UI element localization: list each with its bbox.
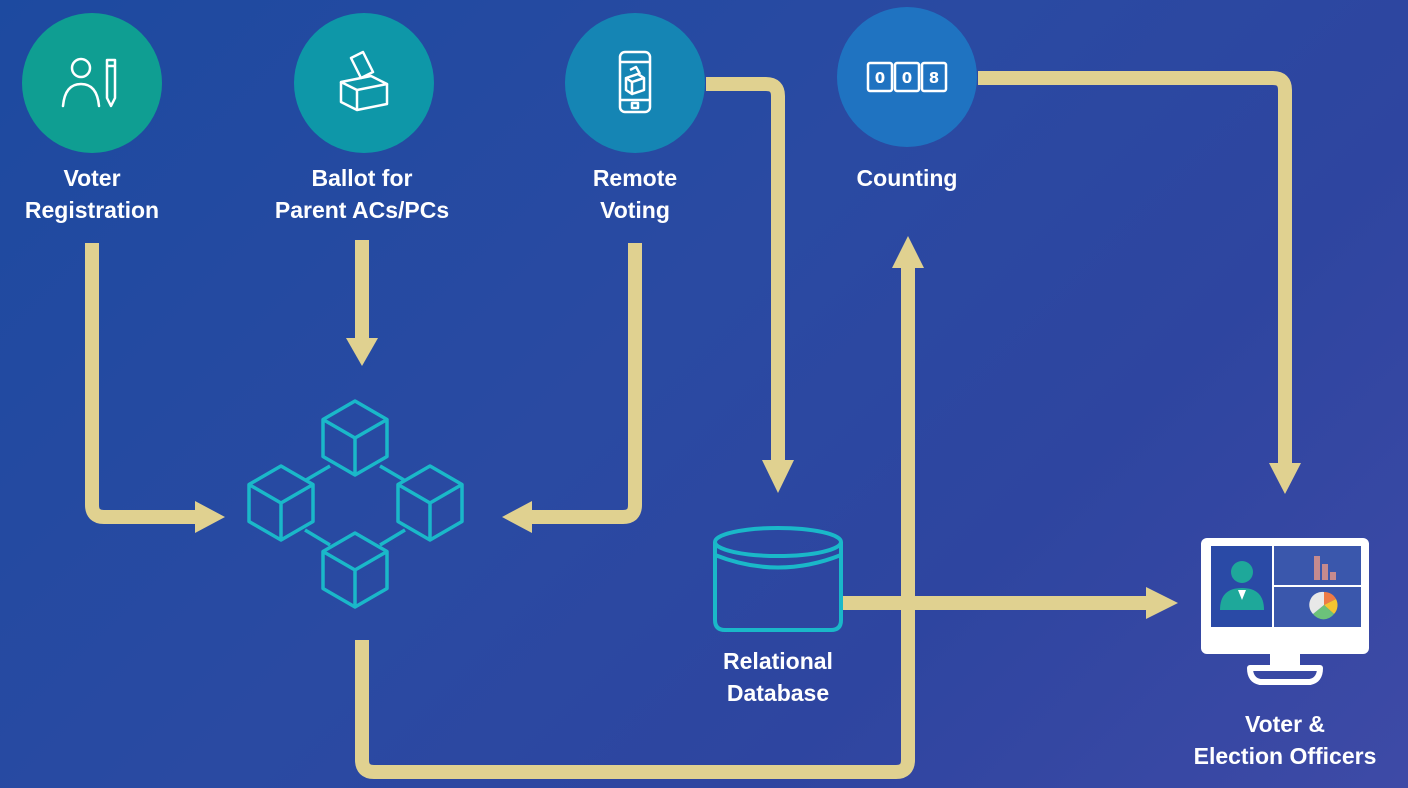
officers-label: Voter & Election Officers [1193,711,1377,769]
blockchain-cubes-icon [247,399,464,609]
arrowhead-database [762,460,794,493]
arrowhead-registration [195,501,225,533]
connector-remote-to-blockchain [532,243,642,524]
ballot-box-icon [339,50,389,112]
arrowhead-officers-counting [1269,463,1301,494]
arrowhead-ballot [346,338,378,366]
smartphone-ballot-icon [618,50,652,114]
connector-remote-to-database [706,77,785,463]
counter-digit-1: 0 [875,69,885,87]
arrowhead-officers-db [1146,587,1178,619]
remote-voting-label: Remote Voting [592,165,678,223]
counting-label: Counting [856,165,958,191]
voter-registration-node [22,13,162,153]
person-pencil-icon [61,57,117,108]
ballot-label: Ballot for Parent ACs/PCs [274,165,450,223]
connector-registration-to-blockchain [85,243,195,524]
monitor-dashboard-icon [1201,538,1369,685]
counting-node: 0 0 8 [837,7,977,147]
ballot-node [294,13,434,153]
connector-blockchain-to-counting [355,265,915,779]
counter-digit-2: 0 [902,69,912,87]
database-icon [713,526,843,632]
database-label: Relational Database [723,648,833,706]
counter-icon: 0 0 8 [866,61,948,93]
voter-registration-label: Voter Registration [24,165,160,223]
connector-counting-to-officers [978,71,1292,465]
counter-digit-3: 8 [929,69,939,87]
arrowhead-counting [892,236,924,268]
arrowhead-remote [502,501,532,533]
remote-voting-node [565,13,705,153]
